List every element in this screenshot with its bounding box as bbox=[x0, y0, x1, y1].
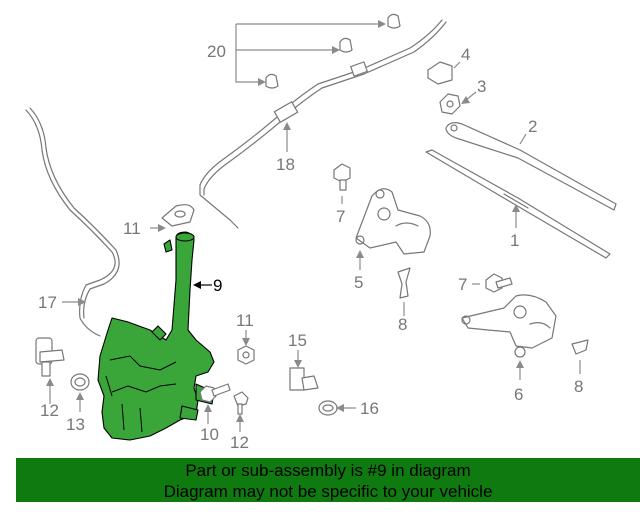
callout-9: 9 bbox=[213, 276, 222, 295]
callout-5: 5 bbox=[354, 273, 363, 292]
part-14-pump bbox=[35, 337, 65, 404]
part-20-clips bbox=[235, 13, 401, 89]
part-19-hose bbox=[199, 19, 447, 229]
callout-16: 15 bbox=[288, 331, 307, 350]
part-6-wiper-motor-lower bbox=[461, 294, 557, 380]
callout-13: 11 bbox=[123, 219, 141, 238]
part-4-cap bbox=[427, 61, 461, 85]
callout-10: 10 bbox=[200, 425, 219, 444]
part-3-nut bbox=[439, 91, 477, 115]
callout-12: 12 bbox=[230, 433, 249, 452]
callout-7-lower: 7 bbox=[458, 275, 467, 294]
callout-7-upper: 7 bbox=[336, 207, 345, 226]
part-2-wiper-arm bbox=[445, 122, 617, 211]
callout-8-upper: 8 bbox=[398, 315, 407, 334]
info-banner: Part or sub-assembly is #9 in diagram Di… bbox=[16, 458, 640, 502]
part-11-nut bbox=[237, 330, 255, 365]
banner-line-1: Part or sub-assembly is #9 in diagram bbox=[185, 461, 471, 480]
part-16-sensor bbox=[289, 350, 319, 391]
banner-line-2: Diagram may not be specific to your vehi… bbox=[163, 482, 493, 501]
callout-18: 17 bbox=[38, 293, 57, 312]
callout-20: 20 bbox=[207, 42, 226, 61]
callout-2: 2 bbox=[528, 117, 537, 136]
part-5-wiper-motor bbox=[355, 188, 431, 270]
part-9-washer-reservoir bbox=[97, 231, 215, 441]
callout-11: 11 bbox=[236, 311, 254, 330]
part-15-grommet bbox=[70, 373, 90, 412]
part-8-bracket-upper bbox=[397, 267, 411, 316]
part-12-screw bbox=[233, 391, 249, 432]
callout-17: 16 bbox=[360, 399, 379, 418]
callout-15: 13 bbox=[66, 415, 85, 434]
callout-4: 4 bbox=[461, 45, 470, 64]
part-7-bolt-upper bbox=[333, 163, 351, 204]
callout-1: 1 bbox=[510, 231, 519, 250]
part-18-hose bbox=[25, 107, 120, 337]
part-1-wiper-blade bbox=[425, 149, 611, 259]
part-10-bolt bbox=[199, 383, 231, 424]
part-8-bracket-lower bbox=[571, 339, 589, 374]
part-13-nozzle bbox=[150, 204, 195, 232]
callout-6: 6 bbox=[514, 385, 523, 404]
callout-3: 3 bbox=[477, 77, 486, 96]
callout-19: 18 bbox=[276, 155, 295, 174]
part-7-bolt-lower bbox=[472, 273, 513, 293]
part-17-grommet bbox=[318, 400, 356, 416]
parts-diagram: 20 18 17 11 9 bbox=[25, 13, 617, 452]
callout-14: 12 bbox=[40, 401, 59, 420]
callout-8-lower: 8 bbox=[574, 377, 583, 396]
